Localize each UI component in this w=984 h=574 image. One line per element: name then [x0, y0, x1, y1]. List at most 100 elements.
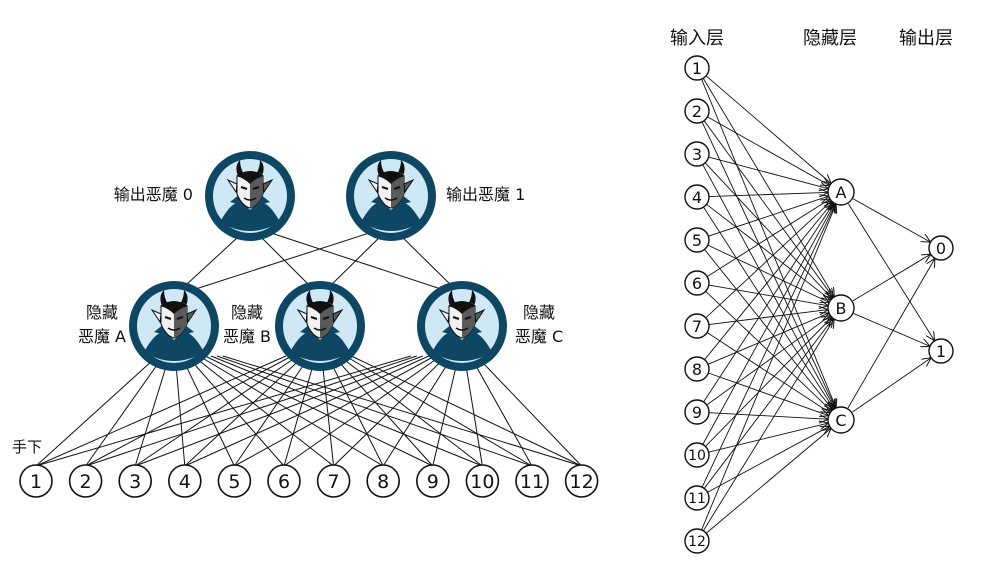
- minion-node: 7: [316, 464, 351, 498]
- minions-label: 手下: [12, 438, 42, 456]
- input-node: 2: [684, 98, 710, 124]
- input-node-label: 3: [692, 145, 702, 164]
- input-node: 7: [684, 313, 710, 339]
- minion-to-hidden-line: [85, 355, 417, 467]
- demon-icon: [274, 280, 366, 372]
- hidden-layer-header: 隐藏层: [803, 28, 857, 49]
- minion-node: 3: [118, 464, 152, 498]
- minion-node: 2: [68, 464, 103, 498]
- input-to-hidden-arrow: [703, 204, 834, 403]
- output-node: 1: [928, 338, 954, 364]
- minion-number: 10: [470, 471, 494, 493]
- minion-number: 2: [80, 471, 92, 493]
- output-node-circle: [928, 338, 954, 364]
- hidden-node-circle: [827, 406, 855, 434]
- input-to-hidden-arrow: [706, 203, 830, 299]
- minion-number: 11: [520, 471, 544, 493]
- input-to-hidden-arrow: [703, 206, 834, 408]
- input-node-circle: [684, 528, 710, 554]
- input-node-circle: [684, 399, 710, 425]
- minion-to-hidden-line: [204, 355, 434, 467]
- minion-to-hidden-line: [283, 355, 317, 467]
- hidden-demon-c: 隐藏 恶魔 C: [416, 280, 563, 372]
- minion-number: 9: [427, 471, 439, 493]
- minion-to-hidden-line: [186, 355, 285, 467]
- minion-circle: [465, 464, 500, 498]
- demon-icon: [416, 280, 508, 372]
- input-node-label: 4: [692, 188, 702, 207]
- hidden-node: B: [827, 294, 855, 322]
- right-connection-arrows: [701, 75, 935, 534]
- minion-circle: [267, 464, 301, 498]
- minion-to-hidden-line: [174, 355, 186, 467]
- hidden-node-circle: [827, 178, 855, 206]
- minion-node: 6: [267, 464, 301, 498]
- input-to-hidden-arrow: [705, 290, 831, 410]
- input-to-hidden-arrow: [705, 202, 831, 319]
- minion-to-hidden-line: [233, 355, 311, 467]
- minion-number: 4: [179, 471, 191, 493]
- input-node: 3: [684, 141, 710, 167]
- minion-number: 5: [228, 471, 240, 493]
- hidden-demon-label-line2: 恶魔 A: [78, 327, 126, 346]
- hidden-demon-b: 隐藏 恶魔 B: [223, 280, 366, 372]
- minion-to-hidden-line: [475, 355, 582, 467]
- input-node-label: 11: [688, 491, 706, 507]
- minion-circle: [217, 464, 252, 498]
- minion-to-hidden-line: [35, 355, 158, 467]
- input-to-hidden-arrow: [701, 205, 835, 488]
- left-connection-lines: [35, 225, 582, 467]
- input-node: 8: [684, 356, 710, 382]
- minion-node: 11: [515, 464, 549, 498]
- input-to-hidden-arrow: [708, 196, 827, 237]
- input-to-hidden-arrow: [707, 116, 828, 185]
- output-node-label: 1: [936, 342, 946, 361]
- minion-to-hidden-line: [432, 355, 459, 467]
- output-demon-1: 输出恶魔 1: [345, 150, 525, 242]
- minion-number: 6: [278, 471, 290, 493]
- input-node: 12: [684, 528, 710, 554]
- hidden-to-output-arrow: [853, 313, 929, 346]
- input-to-hidden-arrow: [701, 121, 835, 407]
- input-node-label: 6: [692, 274, 702, 293]
- hidden-to-output-arrow: [847, 259, 934, 409]
- input-node: 11: [684, 485, 710, 511]
- minion-node: 5: [217, 464, 252, 498]
- hidden-demon-label-line1: 隐藏: [231, 303, 263, 322]
- minion-to-hidden-line: [321, 355, 335, 467]
- minion-to-hidden-line: [184, 355, 305, 467]
- output-node-circle: [928, 235, 954, 261]
- input-to-hidden-arrow: [708, 423, 828, 453]
- input-to-hidden-arrow: [707, 313, 828, 365]
- input-to-hidden-arrow: [701, 205, 836, 531]
- hidden-node-label: B: [836, 299, 847, 318]
- input-node-label: 1: [692, 59, 702, 78]
- minion-circle: [68, 464, 103, 498]
- output-node: 0: [928, 235, 954, 261]
- input-to-hidden-arrow: [701, 78, 836, 407]
- input-node-circle: [684, 55, 710, 81]
- minion-to-hidden-line: [333, 355, 447, 467]
- hidden-to-output-line: [173, 225, 392, 297]
- minion-to-hidden-line: [134, 355, 299, 467]
- minion-circle: [316, 464, 351, 498]
- output-demon-label: 输出恶魔 1: [446, 185, 525, 204]
- minion-circle: [564, 464, 599, 498]
- input-to-hidden-arrow: [706, 332, 829, 413]
- input-node-circle: [684, 485, 710, 511]
- minion-node: 8: [366, 464, 401, 498]
- hidden-node: A: [827, 178, 855, 206]
- minion-to-hidden-line: [283, 355, 441, 467]
- demon-icon: [204, 150, 296, 242]
- input-node-label: 7: [692, 317, 702, 336]
- input-to-hidden-arrow: [706, 316, 830, 406]
- output-demon-label: 输出恶魔 0: [114, 185, 193, 204]
- input-node: 1: [684, 55, 710, 81]
- minion-circle: [118, 464, 152, 498]
- hidden-to-output-line: [249, 225, 463, 297]
- demon-icon: [345, 150, 437, 242]
- minion-node: 12: [564, 464, 599, 498]
- minion-node: 4: [168, 464, 202, 498]
